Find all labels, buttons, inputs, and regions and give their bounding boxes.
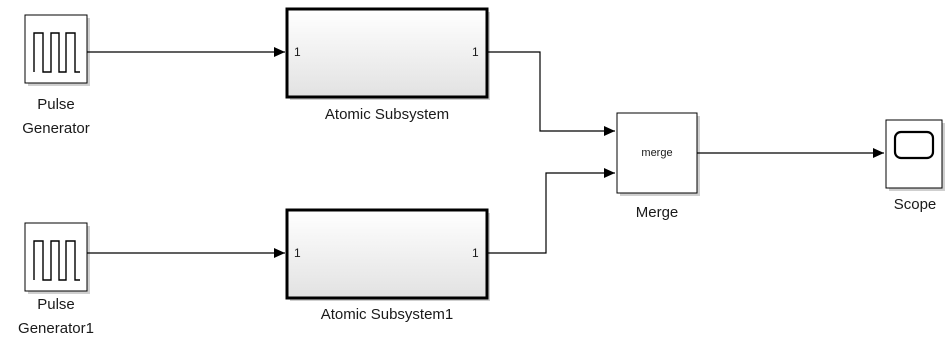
pulse-generator1-label-line1: Pulse: [37, 296, 75, 313]
pulse-generator1-label-line2: Generator1: [18, 320, 94, 337]
atomic-subsystem1-out-port: 1: [472, 246, 479, 260]
pulse-generator-label-line1: Pulse: [37, 96, 75, 113]
pulse-generator-block[interactable]: [24, 14, 90, 86]
atomic-subsystem-in-port: 1: [294, 45, 301, 59]
atomic-subsystem-label: Atomic Subsystem: [324, 106, 450, 123]
atomic-subsystem-out-port: 1: [472, 45, 479, 59]
scope-screen-icon: [893, 130, 935, 160]
scope-label: Scope: [893, 196, 937, 213]
atomic-subsystem1-block[interactable]: [285, 208, 490, 301]
pulse-wave-icon: [33, 32, 80, 73]
signal-line-atomic1-to-merge[interactable]: [487, 168, 615, 254]
pulse-wave-icon: [33, 240, 80, 281]
pulse-generator-label-line2: Generator: [22, 120, 90, 137]
merge-label: Merge: [635, 204, 679, 221]
atomic-subsystem1-in-port: 1: [294, 246, 301, 260]
signal-line-atomic-to-merge[interactable]: [487, 51, 615, 136]
atomic-subsystem-block[interactable]: [285, 7, 490, 100]
scope-block[interactable]: [885, 119, 945, 191]
merge-inner-text: merge: [641, 147, 673, 159]
atomic-subsystem1-label: Atomic Subsystem1: [320, 306, 454, 323]
pulse-generator1-block[interactable]: [24, 222, 90, 294]
